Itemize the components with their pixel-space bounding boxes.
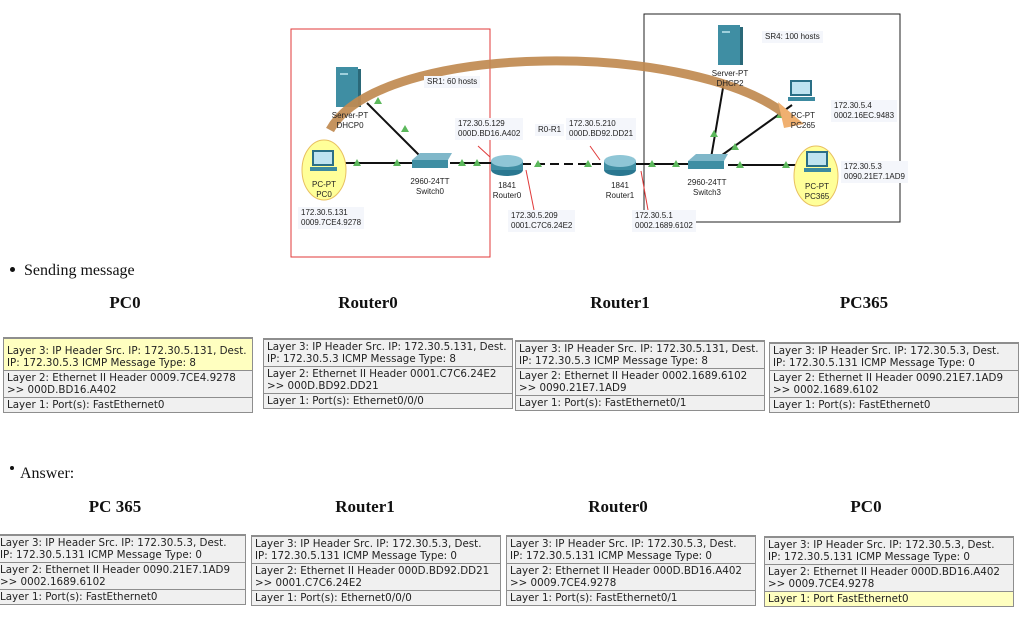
pc-icon — [804, 151, 831, 172]
pdu-layer2: Layer 2: Ethernet II Header 000D.BD16.A4… — [506, 564, 756, 591]
pdu-layer3: Layer 3: IP Header Src. IP: 172.30.5.131… — [515, 340, 765, 369]
pc265-address: 172.30.5.4 0002.16EC.9483 — [831, 100, 898, 122]
router0-wan-address: 172.30.5.209 0001.C7C6.24E2 — [508, 210, 576, 232]
pdu-layer1: Layer 1: Port(s): FastEthernet0 — [3, 398, 253, 413]
port-up-icon — [473, 159, 481, 166]
answer-col-title: PC0 — [850, 497, 882, 516]
pdu-layer1: Layer 1: Port(s): Ethernet0/0/0 — [251, 591, 501, 606]
pdu-layer2: Layer 2: Ethernet II Header 0090.21E7.1A… — [769, 371, 1019, 398]
answer-heading: Answer: — [10, 465, 74, 483]
link-dhcp0-switch0 — [366, 102, 423, 159]
sending-col-title: PC0 — [109, 293, 141, 312]
network-topology: SR1: 60 hosts SR4: 100 hosts R0-R1 Serve… — [0, 0, 1024, 262]
packet-path-arrow — [326, 56, 793, 133]
topology-canvas — [290, 13, 901, 258]
pdu-detail-router0-answer: Layer 3: IP Header Src. IP: 172.30.5.3, … — [506, 535, 756, 606]
pdu-detail-router0-send: Layer 3: IP Header Src. IP: 172.30.5.131… — [263, 338, 513, 409]
area-sr1-label: SR1: 60 hosts — [424, 76, 481, 88]
area-sr1-border — [290, 28, 491, 258]
pc265-caption: PC-PT PC265 — [790, 111, 816, 130]
port-up-icon — [393, 159, 401, 166]
router-icon — [491, 155, 523, 176]
pc365-address: 172.30.5.3 0090.21E7.1AD9 — [841, 161, 908, 183]
server-icon — [336, 67, 361, 107]
port-up-icon — [736, 161, 744, 168]
pdu-detail-pc365-send: Layer 3: IP Header Src. IP: 172.30.5.3, … — [769, 342, 1019, 413]
area-sr4-border — [643, 13, 901, 223]
pdu-layer1: Layer 1: Port(s): FastEthernet0/1 — [515, 396, 765, 411]
port-up-icon — [458, 159, 466, 166]
port-up-icon — [782, 161, 790, 168]
port-up-icon — [534, 160, 542, 167]
dhcp2-caption: Server-PT DHCP2 — [711, 69, 749, 88]
pdu-layer1: Layer 1: Port(s): FastEthernet0 — [0, 590, 246, 605]
port-up-icon — [374, 97, 382, 104]
pdu-layer3: Layer 3: IP Header Src. IP: 172.30.5.3, … — [0, 534, 246, 563]
port-up-icon — [710, 130, 718, 137]
port-up-icon — [731, 143, 739, 150]
port-up-icon — [672, 160, 680, 167]
sending-col-title: PC365 — [839, 293, 889, 312]
bullet-icon — [10, 466, 14, 471]
pdu-layer3: Layer 3: IP Header Src. IP: 172.30.5.3, … — [764, 536, 1014, 565]
sending-col-title: Router1 — [590, 293, 650, 312]
router1-lan-address: 172.30.5.1 0002.1689.6102 — [632, 210, 696, 232]
bullet-icon — [10, 266, 15, 272]
switch-icon — [688, 154, 728, 169]
pdu-layer3: Layer 3: IP Header Src. IP: 172.30.5.3, … — [769, 342, 1019, 371]
pdu-layer3: Layer 3: IP Header Src. IP: 172.30.5.131… — [263, 338, 513, 367]
sending-heading: Sending message — [10, 262, 135, 280]
dhcp0-caption: Server-PT DHCP0 — [331, 111, 369, 130]
pdu-detail-pc0-answer: Layer 3: IP Header Src. IP: 172.30.5.3, … — [764, 536, 1014, 607]
pdu-layer2: Layer 2: Ethernet II Header 0001.C7C6.24… — [263, 367, 513, 394]
area-sr4-label: SR4: 100 hosts — [762, 31, 823, 43]
pdu-layer2: Layer 2: Ethernet II Header 0009.7CE4.92… — [3, 371, 253, 398]
answer-col-title: Router0 — [588, 497, 648, 516]
pdu-detail-pc365-answer: Layer 3: IP Header Src. IP: 172.30.5.3, … — [0, 534, 246, 605]
router-icon — [604, 155, 636, 176]
router0-lan-address: 172.30.5.129 000D.BD16.A402 — [455, 118, 524, 140]
link-switch3-dhcp2 — [710, 81, 725, 159]
arrowhead-icon — [778, 102, 804, 128]
pdu-layer1: Layer 1: Port(s): FastEthernet0/1 — [506, 591, 756, 606]
port-up-icon — [353, 159, 361, 166]
pc-icon — [310, 150, 337, 171]
answer-col-title: PC 365 — [88, 497, 142, 516]
server-icon — [718, 25, 743, 65]
port-up-icon — [401, 125, 409, 132]
router1-wan-address: 172.30.5.210 000D.BD92.DD21 — [566, 118, 637, 140]
link-label: R0-R1 — [535, 124, 565, 136]
pc0-caption: PC-PT PC0 — [312, 180, 336, 199]
pdu-layer1: Layer 1: Port(s): Ethernet0/0/0 — [263, 394, 513, 409]
switch0-caption: 2960-24TT Switch0 — [410, 177, 450, 196]
pdu-detail-router1-send: Layer 3: IP Header Src. IP: 172.30.5.131… — [515, 340, 765, 411]
pdu-detail-router1-answer: Layer 3: IP Header Src. IP: 172.30.5.3, … — [251, 535, 501, 606]
pdu-layer2: Layer 2: Ethernet II Header 000D.BD92.DD… — [251, 564, 501, 591]
callout-r0-lan — [477, 145, 491, 158]
sending-col-title: Router0 — [338, 293, 398, 312]
answer-col-title: Router1 — [335, 497, 395, 516]
port-up-icon — [648, 160, 656, 167]
port-up-icon — [584, 160, 592, 167]
pdu-layer2: Layer 2: Ethernet II Header 000D.BD16.A4… — [764, 565, 1014, 592]
switch-icon — [412, 153, 452, 168]
pdu-layer1: Layer 1: Port FastEthernet0 — [764, 592, 1014, 607]
pdu-detail-pc0-send: Layer 3: IP Header Src. IP: 172.30.5.131… — [3, 337, 253, 413]
callout-r1-wan — [589, 145, 601, 161]
pdu-layer3: Layer 3: IP Header Src. IP: 172.30.5.3, … — [506, 535, 756, 564]
pdu-layer2: Layer 2: Ethernet II Header 0090.21E7.1A… — [0, 563, 246, 590]
router0-caption: 1841 Router0 — [492, 181, 522, 200]
pc-icon — [788, 80, 815, 101]
callout-r1-lan — [640, 170, 649, 211]
pdu-layer1: Layer 1: Port(s): FastEthernet0 — [769, 398, 1019, 413]
switch3-caption: 2960-24TT Switch3 — [687, 178, 727, 197]
pdu-layer3: Layer 3: IP Header Src. IP: 172.30.5.131… — [3, 337, 253, 371]
pc0-address: 172.30.5.131 0009.7CE4.9278 — [298, 207, 365, 229]
pdu-layer3: Layer 3: IP Header Src. IP: 172.30.5.3, … — [251, 535, 501, 564]
router1-caption: 1841 Router1 — [605, 181, 635, 200]
pdu-layer2: Layer 2: Ethernet II Header 0002.1689.61… — [515, 369, 765, 396]
pc365-caption: PC-PT PC365 — [804, 182, 830, 201]
callout-r0-wan — [525, 169, 535, 211]
